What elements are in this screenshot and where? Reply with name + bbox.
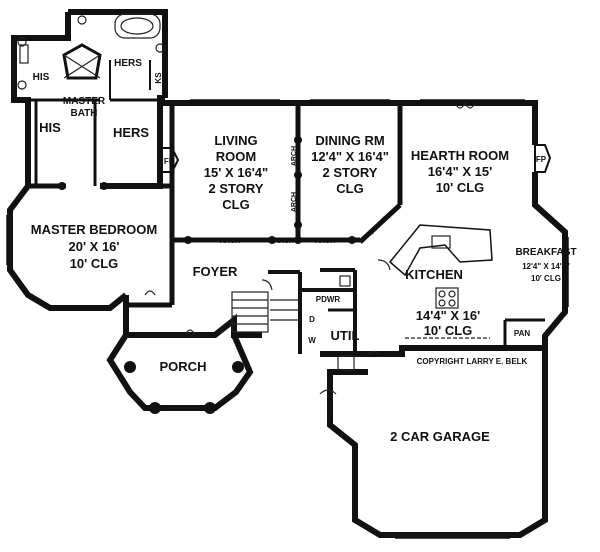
fireplace-labels: FP FP	[164, 155, 547, 166]
windows	[6, 99, 569, 539]
closet-hers-label: HERS	[113, 125, 149, 140]
garage-label: 2 CAR GARAGE	[390, 429, 490, 444]
arch-label-2: ARCH	[315, 238, 335, 245]
dining-size: 12'4" X 16'4"	[311, 149, 389, 164]
arch-label-5: ARCH	[369, 216, 388, 235]
arch-columns	[58, 136, 356, 414]
living-size: 15' X 16'4"	[204, 165, 268, 180]
arch-label-3: ARCH	[291, 146, 298, 166]
dryer-label: D	[309, 315, 315, 324]
arch-label-4: ARCH	[291, 192, 298, 212]
fireplaces	[159, 144, 552, 173]
living-name-1: LIVING	[214, 133, 257, 148]
living-clg-1: 2 STORY	[209, 181, 264, 196]
exterior-walls	[7, 9, 568, 538]
hearth-clg: 10' CLG	[436, 180, 485, 195]
breakfast-clg: 10' CLG	[531, 274, 561, 283]
washer-label: W	[308, 336, 316, 345]
master-bedroom-size: 20' X 16'	[69, 239, 120, 254]
bath-hers-label: HERS	[114, 58, 142, 69]
kitchen-name: KITCHEN	[405, 267, 463, 282]
kitchen-clg: 10' CLG	[424, 323, 473, 338]
util-label: UTIL	[331, 328, 360, 343]
dining-name: DINING RM	[315, 133, 384, 148]
foyer-label: FOYER	[193, 264, 238, 279]
breakfast-size: 12'4" X 14'4"	[522, 262, 570, 271]
breakfast-name: BREAKFAST	[515, 247, 576, 258]
master-bedroom-clg: 10' CLG	[70, 256, 119, 271]
fp-left-label: FP	[164, 157, 175, 166]
bath-fixtures	[17, 13, 165, 90]
hearth-size: 16'4" X 15'	[428, 164, 492, 179]
hearth-name: HEARTH ROOM	[411, 148, 509, 163]
arch-label-6: ARCH	[274, 238, 294, 245]
room-labels: HERS HIS KS MASTER BATH HIS HERS LIVING …	[31, 58, 577, 444]
kitchen-fixtures	[337, 224, 493, 371]
pantry-label: PAN	[514, 329, 531, 338]
master-bath-label-1: MASTER	[63, 96, 106, 107]
ks-label: KS	[154, 72, 163, 84]
closet-his-label: HIS	[39, 120, 61, 135]
fp-right-label: FP	[536, 155, 547, 164]
bath-his-label: HIS	[33, 72, 50, 83]
dining-clg-1: 2 STORY	[323, 165, 378, 180]
pdwr-label: PDWR	[316, 295, 341, 304]
master-bath-label-2: BATH	[70, 108, 97, 119]
arch-label-1: ARCH	[220, 238, 240, 245]
stairs	[231, 291, 300, 333]
master-bedroom-name: MASTER BEDROOM	[31, 222, 157, 237]
living-name-2: ROOM	[216, 149, 256, 164]
interior-walls	[28, 60, 545, 354]
living-clg-2: CLG	[222, 197, 249, 212]
porch-label: PORCH	[160, 359, 207, 374]
doors	[144, 102, 476, 395]
copyright-text: COPYRIGHT LARRY E. BELK	[417, 357, 528, 366]
kitchen-size: 14'4" X 16'	[416, 308, 480, 323]
dining-clg-2: CLG	[336, 181, 363, 196]
